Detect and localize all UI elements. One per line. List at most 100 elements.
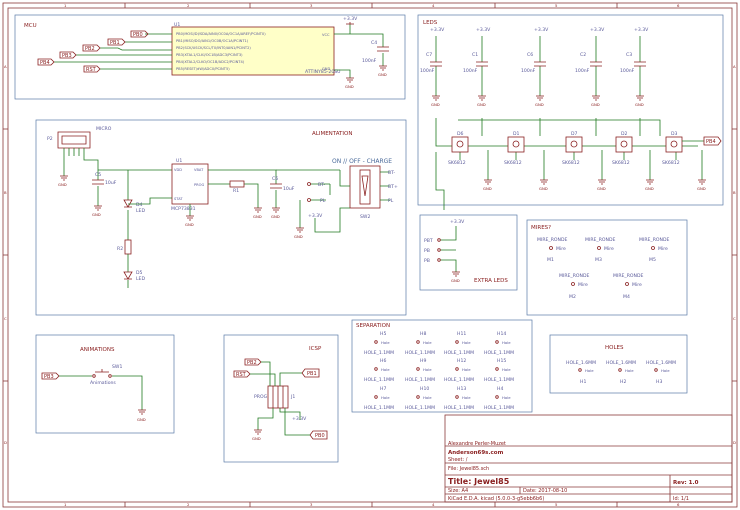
mcu-pin-label: PB3(XTAL1/CLKI/OC1B/ADC3/PCINT3) (176, 53, 243, 57)
svg-text:10uF: 10uF (283, 186, 295, 192)
svg-text:H9: H9 (420, 358, 426, 364)
net-label-rst: RST (83, 65, 101, 73)
svg-text:+3.3V: +3.3V (430, 27, 445, 33)
column-label: 1 (64, 502, 67, 507)
svg-text:H5: H5 (380, 331, 386, 337)
svg-text:Hole: Hole (381, 340, 390, 345)
mcu-chip (171, 26, 335, 76)
title-rev: Rev: 1.0 (673, 480, 699, 486)
svg-text:SK6812: SK6812 (448, 160, 466, 166)
capacitor-c5: C5 10uF GND (92, 172, 117, 217)
mcu-pin-label: PB2(SCK/USCK/SCL/T0/INT0/AIN1/PCINT2) (176, 46, 251, 50)
svg-text:SK6812: SK6812 (662, 160, 680, 166)
row-label: C (4, 316, 7, 321)
led-cap-c1: C1 100nF +3.3V GND (463, 27, 491, 107)
svg-text:M4: M4 (623, 294, 630, 300)
svg-text:Hole: Hole (625, 368, 634, 373)
net-label-pb3: PB3 (59, 51, 77, 59)
svg-text:BT-: BT- (388, 170, 396, 176)
svg-text:GND: GND (92, 212, 101, 217)
title-author: Alexandre Perler-Muzet (448, 441, 506, 447)
svg-text:J1: J1 (290, 394, 295, 400)
svg-text:PB0: PB0 (315, 433, 325, 439)
svg-text:H15: H15 (497, 358, 506, 364)
svg-text:HOLE_1.1MM: HOLE_1.1MM (364, 377, 394, 383)
svg-text:HOLE_1.1MM: HOLE_1.1MM (405, 405, 435, 411)
svg-text:GND: GND (294, 234, 303, 239)
svg-text:+3.3V: +3.3V (476, 27, 491, 33)
svg-text:Hole: Hole (585, 368, 594, 373)
capacitor-symbol (377, 46, 389, 52)
title-date: Date: 2017-08-10 (523, 488, 567, 494)
svg-text:Hole: Hole (462, 340, 471, 345)
column-label: 6 (677, 502, 680, 507)
alimentation-box (35, 119, 407, 316)
svg-text:GND: GND (431, 102, 440, 107)
svg-text:RST: RST (236, 372, 247, 378)
mire-m3: MIRE_RONDE Mire M3 (585, 237, 615, 263)
svg-text:D4: D4 (136, 202, 143, 208)
svg-text:M2: M2 (569, 294, 576, 300)
svg-text:Hole: Hole (462, 367, 471, 372)
leds-box (417, 14, 724, 206)
resistor-r1: R1 GND (229, 180, 262, 219)
column-label: 4 (432, 502, 435, 507)
svg-text:H11: H11 (457, 331, 466, 337)
holes-box (549, 334, 688, 394)
ground-symbol (346, 77, 354, 83)
mire-m4: MIRE_RONDE Mire M4 (613, 273, 643, 300)
svg-text:ON // OFF - CHARGE: ON // OFF - CHARGE (332, 158, 392, 165)
row-label: D (4, 440, 7, 445)
power-label: +3.3V (343, 16, 358, 22)
led-cap-c7: C7 100nF +3.3V GND (420, 27, 445, 107)
svg-text:H10: H10 (420, 386, 429, 392)
svg-text:Mire: Mire (658, 246, 668, 252)
title-id: Id: 1/1 (673, 496, 689, 502)
svg-text:MIRE_RONDE: MIRE_RONDE (559, 273, 589, 279)
svg-text:H1: H1 (580, 379, 586, 385)
svg-text:+3.3V: +3.3V (634, 27, 649, 33)
hole-h7: H7 Hole HOLE_1.1MM (364, 386, 394, 411)
extra-leds-box (419, 214, 518, 291)
led-cap-c6: C6 100nF +3.3V GND (521, 27, 549, 107)
leds-block: LEDS C7 100nF +3.3V GND C1 100nF +3.3V G… (417, 14, 724, 210)
svg-text:R2: R2 (117, 246, 123, 252)
svg-text:100nF: 100nF (463, 68, 478, 74)
title-block: Alexandre Perler-Muzet Anderson69s.com S… (444, 414, 733, 503)
svg-text:D3: D3 (671, 131, 678, 137)
svg-text:GND: GND (185, 222, 194, 227)
led-cap-c2: C2 100nF +3.3V GND (575, 27, 605, 107)
mcu-ref: U1 (174, 22, 180, 28)
svg-text:H14: H14 (497, 331, 506, 337)
mcu-pin-label: PB1(MISO/DO/AIN1/OC0B/OC1A/PCINT1) (176, 39, 249, 43)
hole-h15: H15 Hole HOLE_1.1MM (484, 358, 514, 383)
svg-text:SW1: SW1 (112, 364, 122, 370)
mcu-vcc-pin: VCC (322, 33, 330, 37)
svg-text:PB1: PB1 (307, 371, 317, 377)
icsp-block: ICSP PB2 RST PB1 PB0 PROG J1 +3.3V GND (223, 334, 339, 463)
svg-text:Animations: Animations (90, 380, 116, 386)
hole-h13: H13 Hole HOLE_1.1MM (444, 386, 474, 411)
net-label-pb3-anim (41, 372, 60, 380)
led-d5: D5 LED (123, 270, 145, 282)
svg-text:PB4: PB4 (40, 60, 50, 66)
svg-text:GND: GND (645, 186, 654, 191)
svg-text:+3.3V: +3.3V (308, 213, 323, 219)
svg-text:PB1: PB1 (110, 40, 120, 46)
net-label-pb2: PB2 (82, 44, 101, 52)
svg-text:RST: RST (86, 67, 97, 73)
animations-box (35, 334, 175, 434)
svg-text:M5: M5 (649, 257, 656, 263)
svg-text:H3: H3 (656, 379, 662, 385)
hole-h11: H11 Hole HOLE_1.1MM (444, 331, 474, 356)
svg-text:+3.3V: +3.3V (534, 27, 549, 33)
svg-text:PL: PL (320, 198, 326, 204)
svg-text:HOLE_1.6MM: HOLE_1.6MM (566, 360, 596, 366)
hole-h4: H4 Hole HOLE_1.1MM (484, 386, 514, 411)
mcu-part: ATTINY85-20SU (305, 69, 341, 75)
svg-text:Hole: Hole (502, 395, 511, 400)
mcu-block: MCU U1 ATTINY85-20SU PB0(MOSI/DI/SDA/AIN… (14, 14, 406, 100)
svg-text:Hole: Hole (462, 395, 471, 400)
svg-text:GND: GND (591, 102, 600, 107)
